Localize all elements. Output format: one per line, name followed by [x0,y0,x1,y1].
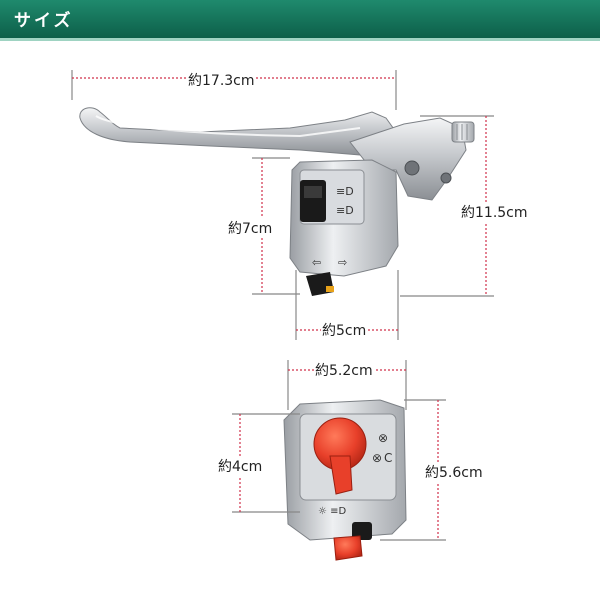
lower-red-button [333,535,363,561]
dimension-right-switch-depth: 約4cm [217,456,264,476]
starter-button [352,522,372,540]
svg-text:☼ ≡D: ☼ ≡D [318,506,347,517]
svg-text:⇨: ⇨ [338,256,347,269]
svg-text:⇦: ⇦ [312,256,321,269]
right-switch-assembly: ⊗ C ⊗ ☼ ≡D [283,399,407,561]
dimension-lever-length: 約17.3cm [187,70,256,90]
dimension-left-switch-width: 約5cm [321,320,368,340]
header-underline [0,38,600,41]
section-header: サイズ [0,0,600,38]
dimension-lever-height: 約11.5cm [460,202,529,222]
lever-arm [79,107,397,157]
svg-text:⊗: ⊗ [372,451,382,465]
dimension-left-switch-height: 約7cm [227,218,274,238]
svg-text:≡D: ≡D [336,185,354,198]
dimension-right-switch-width: 約5.2cm [314,360,374,380]
svg-text:C: C [384,451,392,465]
turn-signal-button [306,272,334,296]
section-title: サイズ [14,11,74,31]
svg-text:⊗: ⊗ [378,431,388,445]
svg-text:≡D: ≡D [336,204,354,217]
clutch-lever-assembly: ≡D ≡D ⇦ ⇨ [79,107,475,296]
dimension-right-switch-height: 約5.6cm [424,462,484,482]
cable-adjuster [451,121,475,143]
